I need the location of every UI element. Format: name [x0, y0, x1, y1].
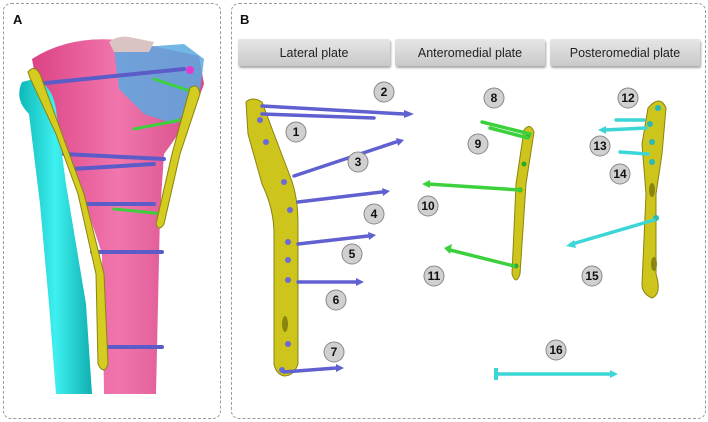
- badge-3: 3: [347, 151, 369, 173]
- badge-7: 7: [323, 341, 345, 363]
- fibula-bone: [19, 79, 92, 394]
- badge-9: 9: [467, 133, 489, 155]
- badge-6-text: 6: [333, 293, 340, 307]
- tibia-model-illustration: [19, 36, 204, 394]
- badge-5-text: 5: [349, 247, 356, 261]
- screw-1: [260, 112, 376, 120]
- badge-12: 12: [617, 87, 639, 109]
- screw-8b: [488, 126, 530, 140]
- screw-3: [292, 140, 398, 178]
- badge-4-text: 4: [371, 207, 378, 221]
- badge-13: 13: [589, 135, 611, 157]
- badge-15-text: 15: [585, 269, 599, 283]
- badge-1: 1: [285, 121, 307, 143]
- badge-7-text: 7: [331, 345, 338, 359]
- badge-10: 10: [417, 195, 439, 217]
- badge-2: 2: [373, 81, 395, 103]
- screw-5: [296, 234, 370, 246]
- badge-14-text: 14: [613, 167, 627, 181]
- screw-13: [618, 150, 650, 156]
- header-posteromedial-plate: Posteromedial plate: [550, 39, 700, 66]
- badge-14: 14: [609, 163, 631, 185]
- badge-6: 6: [325, 289, 347, 311]
- screw-11: [448, 248, 516, 268]
- badge-15: 15: [581, 265, 603, 287]
- screw-8: [480, 120, 532, 136]
- badge-3-text: 3: [355, 155, 362, 169]
- screw-12b: [602, 126, 648, 132]
- screw-2: [260, 104, 406, 116]
- anteromedial-plate: [511, 126, 535, 281]
- header-lateral-plate: Lateral plate: [238, 39, 390, 66]
- badge-16: 16: [545, 339, 567, 361]
- badge-9-text: 9: [475, 137, 482, 151]
- badge-8-text: 8: [491, 91, 498, 105]
- screw-number-badges: 1 2 3 4 5 6 7 8 9 10 11 12 13 14 15 16: [285, 81, 639, 363]
- header-anteromedial-plate: Anteromedial plate: [395, 39, 545, 66]
- badge-16-text: 16: [549, 343, 563, 357]
- bone-fragment: [114, 44, 204, 124]
- badge-8: 8: [483, 87, 505, 109]
- tibia-bone: [32, 39, 204, 394]
- lateral-plate-a: [27, 68, 109, 371]
- anteromedial-plate-a: [155, 85, 201, 229]
- badge-11-text: 11: [428, 269, 441, 283]
- badge-11: 11: [423, 265, 445, 287]
- badge-1-text: 1: [293, 125, 300, 139]
- plate-screw-diagram: 1 2 3 4 5 6 7 8 9 10 11 12 13 14 15 16: [245, 81, 667, 380]
- badge-13-text: 13: [593, 139, 607, 153]
- badge-5: 5: [341, 243, 363, 265]
- screw-7: [282, 366, 338, 374]
- panel-b-label: B: [240, 12, 250, 27]
- badge-4: 4: [363, 203, 385, 225]
- screw-10: [426, 182, 522, 192]
- panel-b: B Lateral plate Anteromedial plate Poste…: [231, 3, 706, 419]
- panel-a: A: [3, 3, 221, 419]
- screw-4: [296, 190, 384, 204]
- badge-12-text: 12: [621, 91, 635, 105]
- screw-15: [570, 218, 656, 246]
- posteromedial-plate: [641, 100, 667, 299]
- badge-2-text: 2: [381, 85, 388, 99]
- panel-a-label: A: [13, 12, 23, 27]
- badge-10-text: 10: [421, 199, 435, 213]
